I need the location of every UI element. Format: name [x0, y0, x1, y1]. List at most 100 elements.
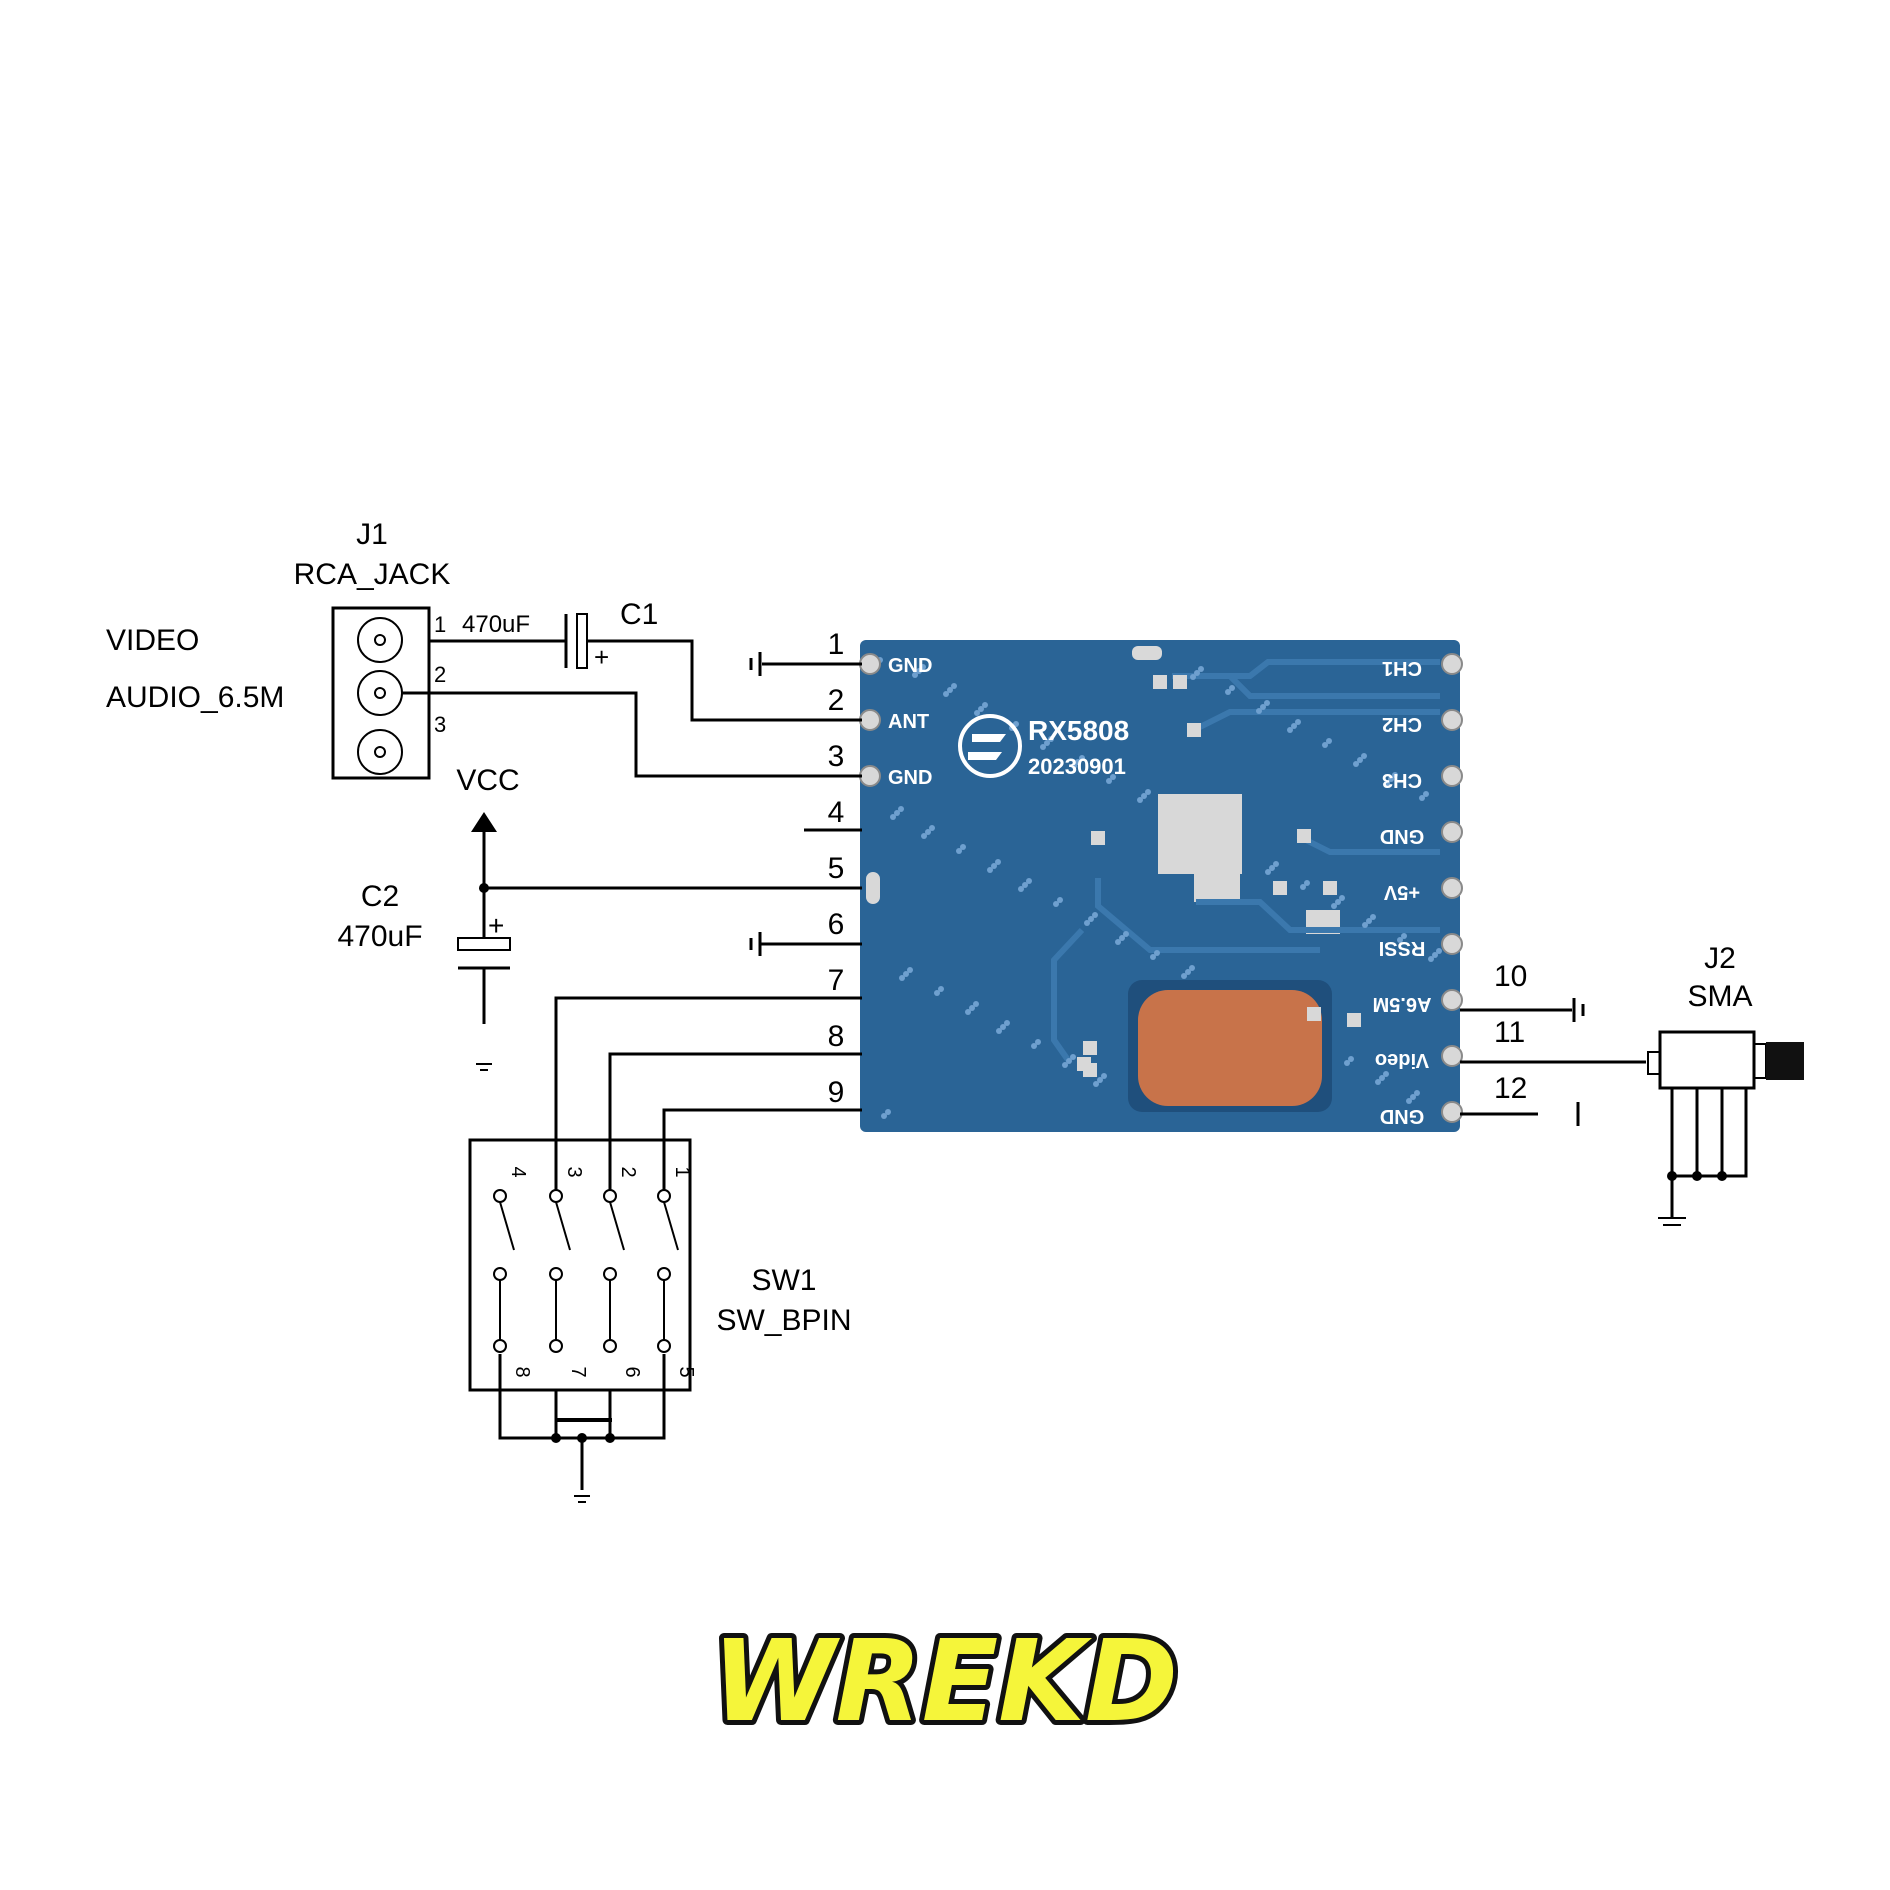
right-pin-pad — [1441, 653, 1463, 675]
pcb-pad — [1307, 1007, 1321, 1021]
brand-logo: WREKD WREKD — [699, 1604, 1191, 1760]
j1-pin-2-num: 2 — [434, 662, 446, 687]
sw1-contact-bottom — [603, 1339, 617, 1353]
pcb-via — [1145, 789, 1151, 795]
wire-pin9-sw1 — [662, 1108, 862, 1196]
c2-ref: C2 — [361, 880, 399, 913]
pcb-via — [929, 825, 935, 831]
pcb-pad — [1173, 675, 1187, 689]
sw1-contact-mid — [603, 1267, 617, 1281]
sma-thread — [1766, 1042, 1804, 1080]
sw1-pole-3: 26 — [603, 1166, 643, 1378]
pcb-via — [1295, 719, 1301, 725]
pcb-via — [1379, 1075, 1385, 1081]
right-pin-number: 10 — [1494, 960, 1527, 993]
vcc-symbol: VCC — [456, 764, 520, 832]
vcc-triangle-icon — [471, 812, 497, 832]
pcb-via — [1022, 882, 1028, 888]
pcb-via — [1031, 1043, 1037, 1049]
pcb-via — [1432, 952, 1438, 958]
pcb-via — [890, 814, 896, 820]
sw1-lever — [609, 1201, 625, 1251]
c2-plus: + — [488, 910, 504, 941]
pcb-via — [1075, 759, 1081, 765]
pcb-via — [1004, 1020, 1010, 1026]
pcb-via — [1062, 1062, 1068, 1068]
pcb-via — [1273, 861, 1279, 867]
j2-ref: J2 — [1704, 942, 1736, 975]
j1-pin-3-num: 3 — [434, 712, 446, 737]
sma-body — [1658, 1030, 1756, 1090]
c1-plus: + — [594, 642, 609, 672]
right-pin-5: +5V — [1383, 877, 1463, 903]
pcb-via — [1265, 869, 1271, 875]
sw1-contact-bottom — [657, 1339, 671, 1353]
pcb-via — [885, 1109, 891, 1115]
pcb-via — [1357, 757, 1363, 763]
pcb-via — [1093, 1081, 1099, 1087]
right-pin-number: 12 — [1494, 1072, 1527, 1105]
sw1-lever — [663, 1201, 679, 1251]
pcb-via — [1423, 791, 1429, 797]
pcb-via — [925, 829, 931, 835]
pcb-via — [1287, 727, 1293, 733]
sw1-ref: SW1 — [751, 1264, 816, 1297]
left-pin-5: 5 — [828, 852, 880, 904]
pcb-via — [991, 863, 997, 869]
pcb-via — [1361, 753, 1367, 759]
pcb-via — [995, 859, 1001, 865]
c2-value: 470uF — [337, 920, 422, 953]
j1-signal-audio: AUDIO_6.5M — [106, 681, 284, 714]
pcb-via — [982, 702, 988, 708]
pcb-via — [1300, 884, 1306, 890]
right-pin-pad — [1441, 989, 1463, 1011]
sw1-contact-top — [657, 1189, 671, 1203]
c1-ref: C1 — [620, 598, 658, 631]
sw1-lever — [555, 1201, 571, 1251]
pcb-via — [916, 668, 922, 674]
pcb-via — [947, 687, 953, 693]
pcb-via — [1383, 1071, 1389, 1077]
pcb-via — [987, 867, 993, 873]
j1-pin-1-num: 1 — [434, 612, 446, 637]
pcb-via — [974, 710, 980, 716]
pcb-pad — [1091, 831, 1105, 845]
pcb-trace — [1196, 899, 1440, 933]
pcb-via — [1181, 973, 1187, 979]
pcb-via — [881, 1113, 887, 1119]
c1-plate-right — [576, 613, 588, 669]
pcb-via — [899, 975, 905, 981]
sw1-contact-top — [549, 1189, 563, 1203]
sw1-contact-mid — [549, 1267, 563, 1281]
left-pin-pad — [859, 709, 881, 731]
pcb-via — [1260, 704, 1266, 710]
pcb-via — [1397, 937, 1403, 943]
wire-c1-pin2 — [587, 639, 862, 722]
wire-pin7-sw1 — [554, 996, 862, 1196]
left-pin-number: 2 — [828, 684, 845, 717]
pcb-via — [973, 1001, 979, 1007]
sw1-bottom-pin-num: 5 — [675, 1366, 697, 1377]
pcb-via — [1384, 780, 1390, 786]
pcb-via — [1436, 948, 1442, 954]
gnd-symbol-c2 — [476, 1063, 492, 1071]
right-pin-label: CH2 — [1382, 713, 1422, 735]
left-pin-6: 6 — [828, 908, 845, 941]
module-shield — [1138, 990, 1322, 1106]
sw1-top-pin-num: 3 — [563, 1166, 585, 1177]
left-pin-label: GND — [888, 655, 932, 677]
module-date-code: 20230901 — [1028, 754, 1126, 779]
module-chip-pad — [1158, 794, 1242, 874]
pcb-via — [1097, 1077, 1103, 1083]
right-pin-label: Video — [1375, 1049, 1429, 1071]
left-pin-slot — [866, 872, 880, 904]
pcb-via — [1291, 723, 1297, 729]
left-pin-label: GND — [888, 767, 932, 789]
module-top-slot — [1132, 646, 1162, 660]
pcb-trace — [1051, 927, 1085, 1062]
pcb-via — [903, 971, 909, 977]
